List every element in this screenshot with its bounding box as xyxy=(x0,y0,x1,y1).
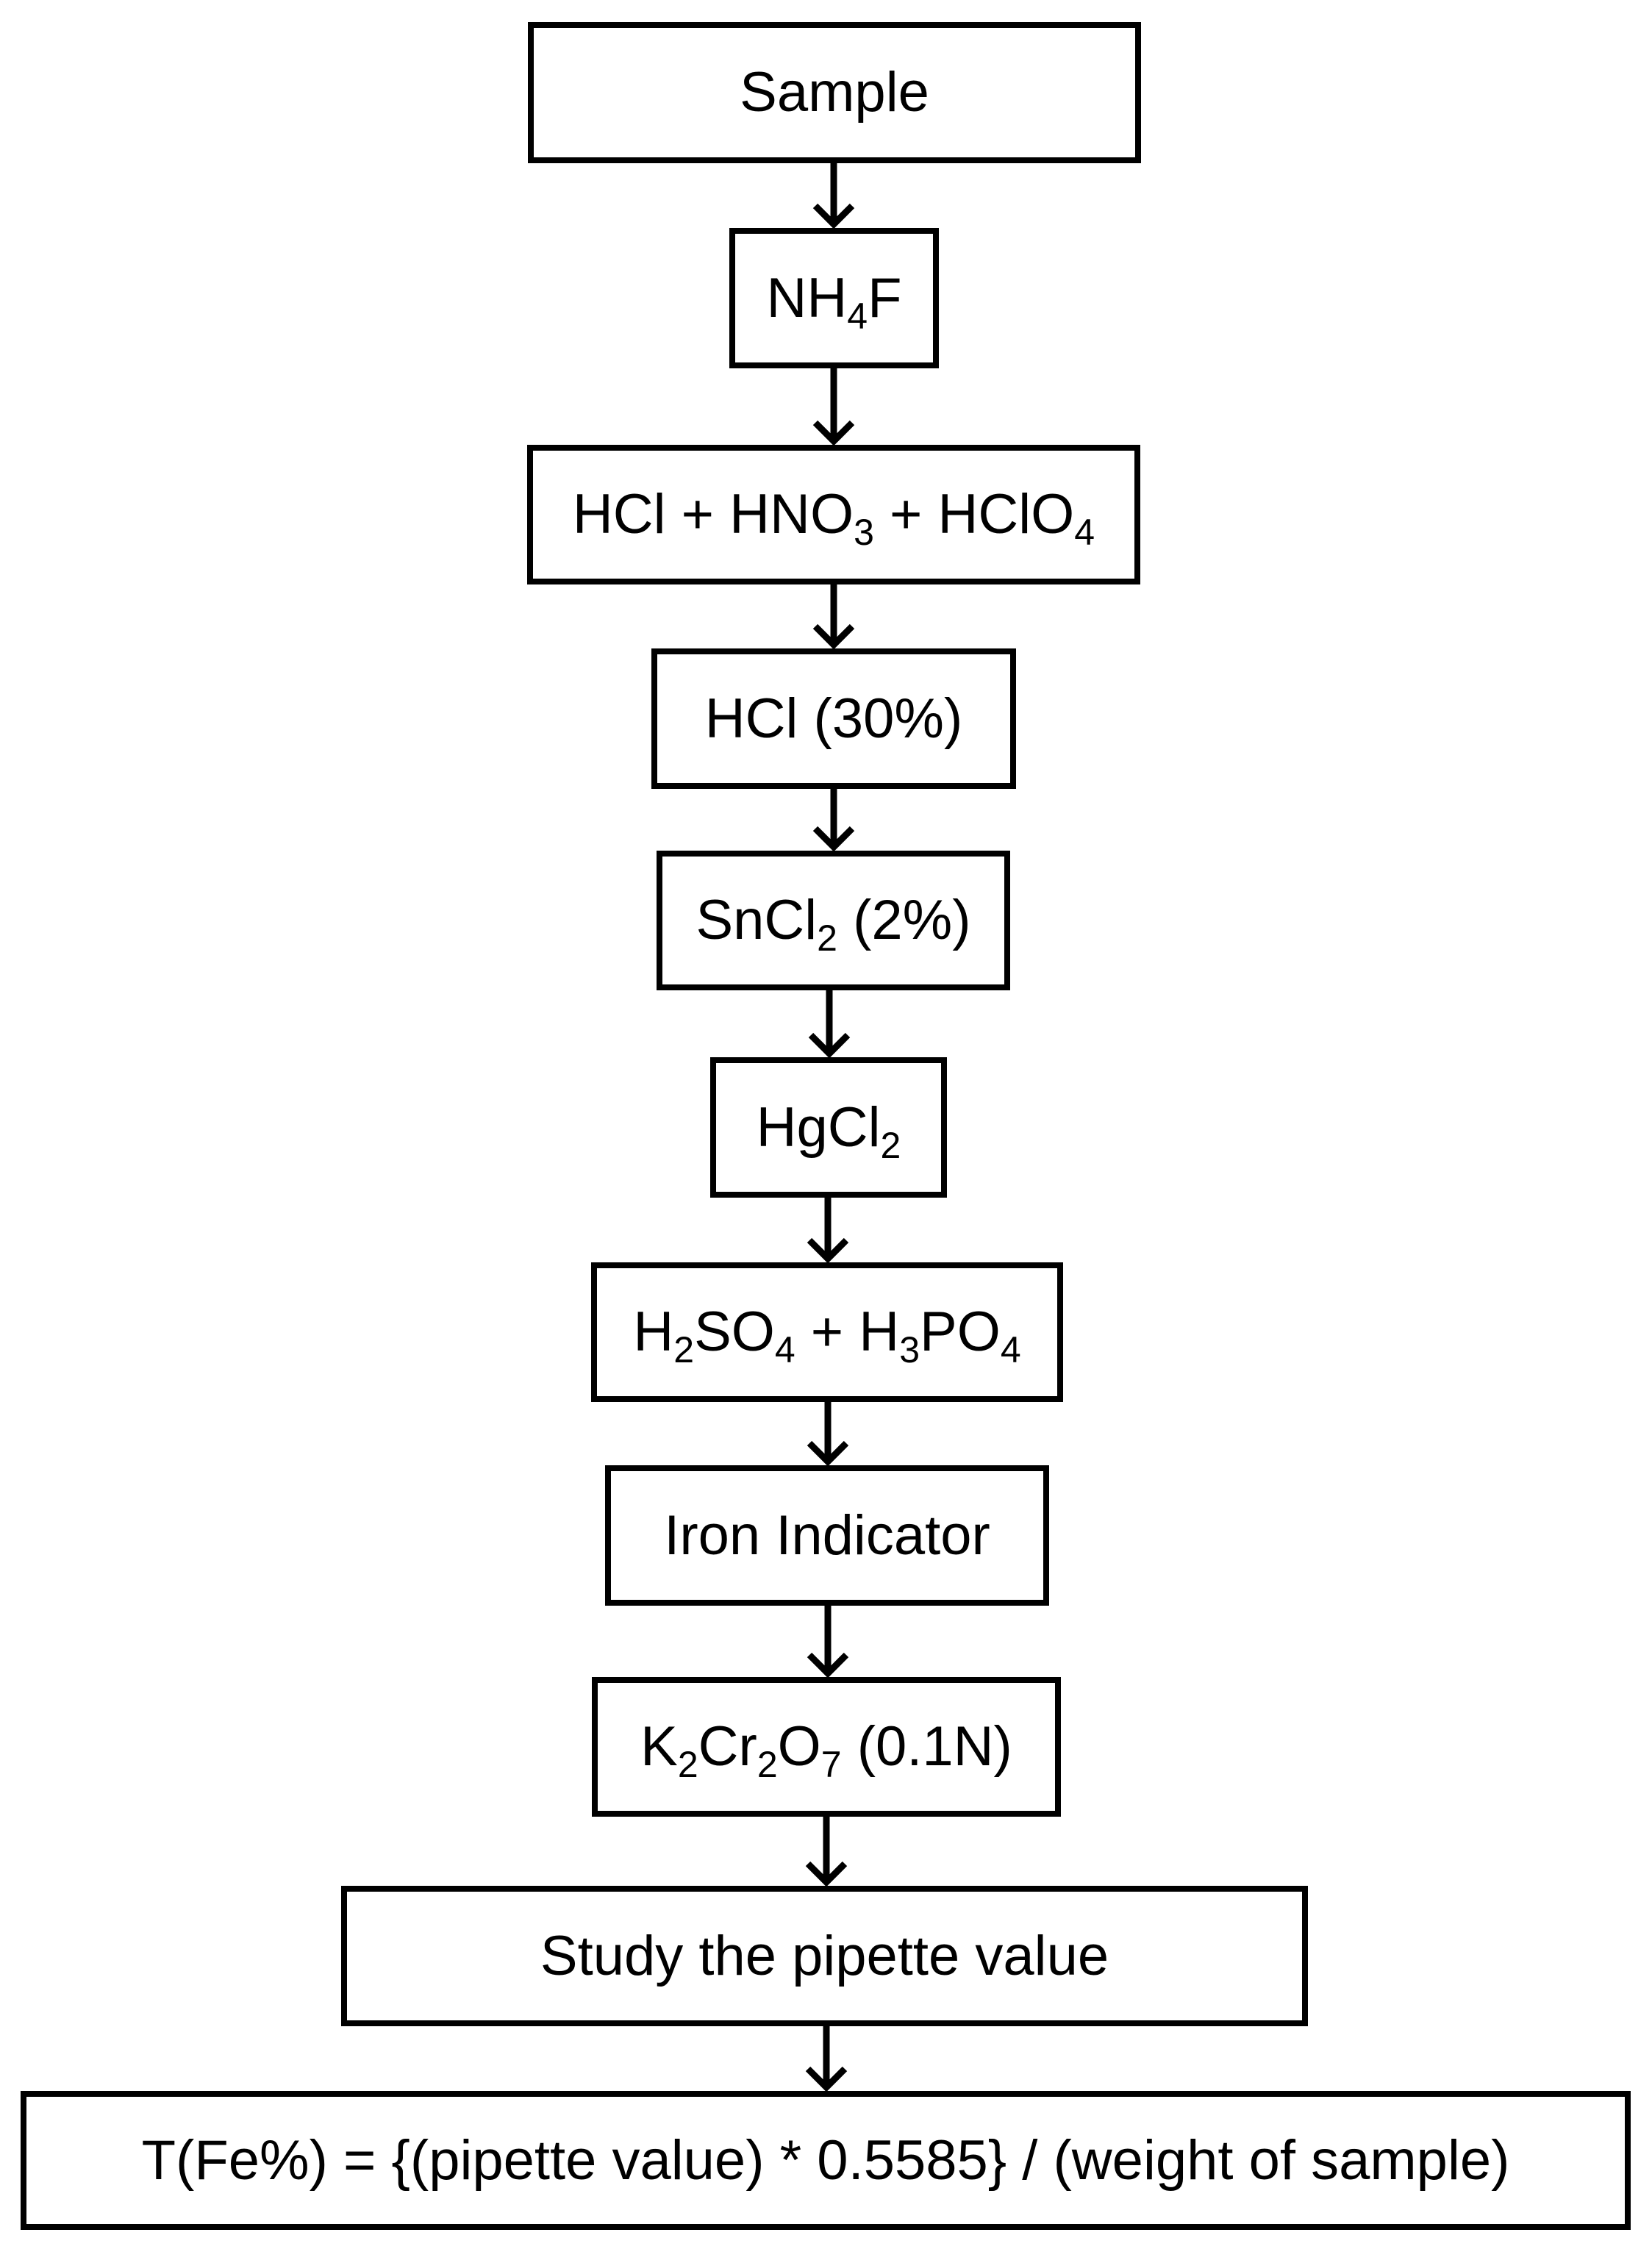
step-label: SnCl2 (2%) xyxy=(696,889,971,959)
step-label: Iron Indicator xyxy=(664,1503,990,1567)
step-formula: T(Fe%) = {(pipette value) * 0.5585} / (w… xyxy=(21,2091,1631,2230)
step-label: T(Fe%) = {(pipette value) * 0.5585} / (w… xyxy=(141,2128,1510,2192)
step-iron-indicator: Iron Indicator xyxy=(605,1465,1049,1606)
step-label: HCl (30%) xyxy=(704,687,963,750)
step-h2so4-h3po4: H2SO4 + H3PO4 xyxy=(591,1262,1063,1402)
step-label: HCl + HNO3 + HClO4 xyxy=(572,483,1095,553)
step-label: HgCl2 xyxy=(756,1095,901,1166)
arrow-5 xyxy=(808,990,851,1059)
arrow-1 xyxy=(812,163,855,229)
arrow-9 xyxy=(805,1817,848,1887)
step-k2cr2o7: K2Cr2O7 (0.1N) xyxy=(592,1677,1061,1817)
step-label: Sample xyxy=(740,61,929,124)
step-study-pipette: Study the pipette value xyxy=(341,1886,1308,2026)
step-label: NH4F xyxy=(766,266,902,337)
step-label: Study the pipette value xyxy=(540,1924,1109,1987)
arrow-6 xyxy=(807,1198,849,1264)
step-hcl: HCl (30%) xyxy=(651,648,1016,789)
step-label: K2Cr2O7 (0.1N) xyxy=(640,1715,1012,1785)
step-label: H2SO4 + H3PO4 xyxy=(633,1301,1021,1370)
step-sncl2: SnCl2 (2%) xyxy=(657,851,1010,990)
step-acid-mixture: HCl + HNO3 + HClO4 xyxy=(527,445,1140,584)
arrow-2 xyxy=(812,368,855,446)
step-nh4f: NH4F xyxy=(729,228,939,368)
arrow-8 xyxy=(807,1606,849,1678)
arrow-4 xyxy=(812,789,855,852)
step-hgcl2: HgCl2 xyxy=(710,1057,947,1198)
arrow-3 xyxy=(812,584,855,650)
arrow-7 xyxy=(807,1402,849,1467)
arrow-10 xyxy=(805,2026,848,2092)
step-sample: Sample xyxy=(528,22,1141,163)
